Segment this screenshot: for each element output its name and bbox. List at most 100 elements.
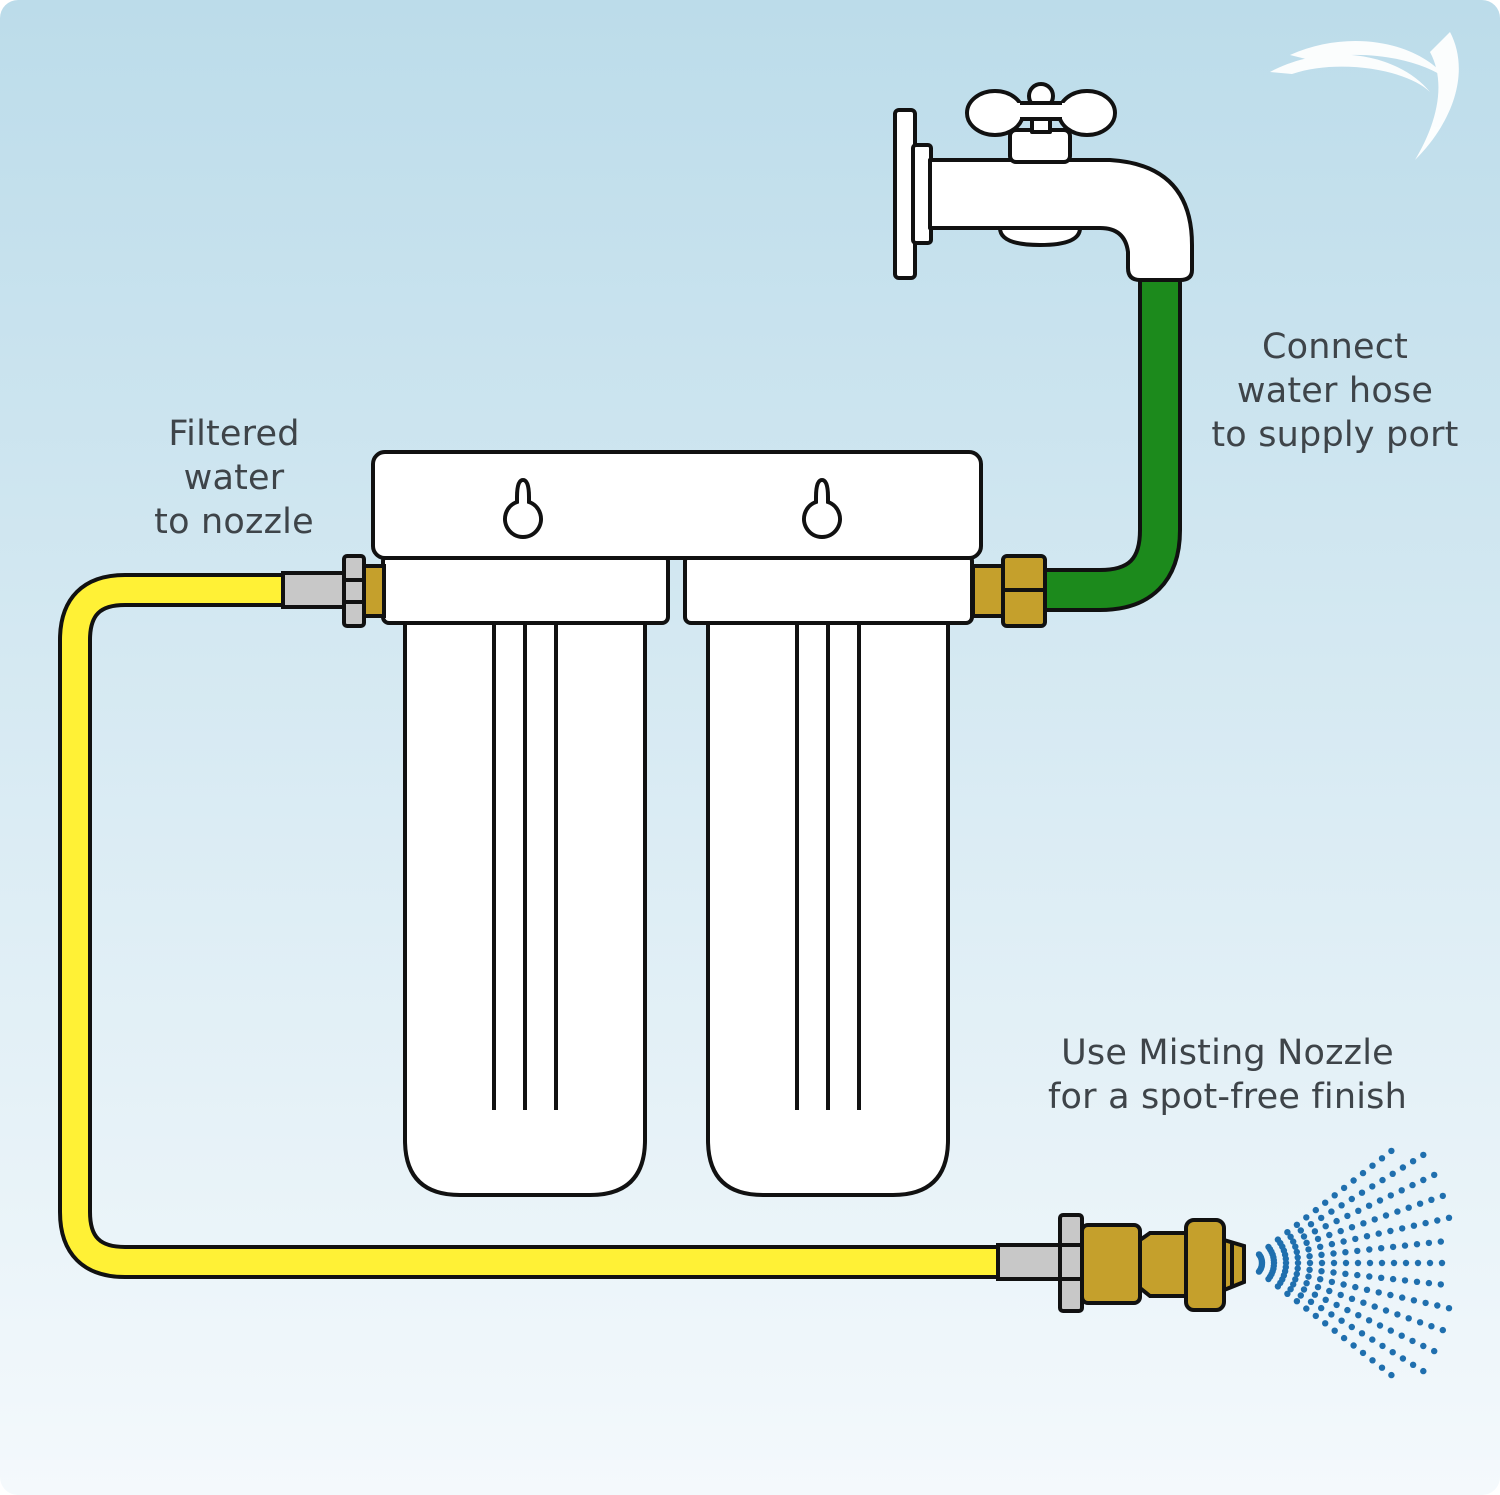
output-hose <box>58 573 1000 1279</box>
spray-dot <box>1265 1275 1272 1283</box>
spray-dot <box>1363 1286 1371 1294</box>
keyhole-icon <box>503 477 543 539</box>
spray-dot <box>1390 1259 1398 1267</box>
spray-dot <box>1322 1199 1329 1206</box>
spray-dot <box>1405 1204 1412 1211</box>
spray-dot <box>1438 1259 1446 1267</box>
spray-dot <box>1422 1299 1429 1307</box>
spray-dot <box>1439 1192 1447 1200</box>
spray-dot <box>1348 1224 1356 1231</box>
spray-dot <box>1425 1239 1433 1247</box>
spray-dot <box>1330 1259 1338 1267</box>
supply-hose <box>1040 275 1182 612</box>
spray-dot <box>1350 1342 1357 1349</box>
spray-dot <box>1350 1177 1357 1184</box>
spray-dot <box>1337 1291 1344 1299</box>
spray-dot <box>1365 1202 1373 1209</box>
spray-dot <box>1410 1297 1418 1304</box>
spray-dot <box>1287 1233 1294 1241</box>
keyhole-icon <box>802 477 842 539</box>
spray-dot <box>1284 1229 1291 1236</box>
spray-dot <box>1348 1195 1356 1203</box>
spray-dot <box>1387 1227 1394 1235</box>
spray-dot <box>1382 1212 1390 1219</box>
spray-dot <box>1354 1247 1361 1255</box>
spray-dot <box>1303 1214 1310 1221</box>
spray-dot <box>1439 1326 1447 1334</box>
filter-housing-left <box>403 608 647 1197</box>
spray-dot <box>1431 1171 1438 1179</box>
spray-dot <box>1340 1281 1347 1288</box>
spray-dot <box>1293 1298 1301 1305</box>
spray-dot <box>1330 1250 1337 1257</box>
spray-dot <box>1352 1283 1359 1291</box>
faucet-icon <box>893 82 1194 282</box>
spray-dot <box>1287 1286 1294 1293</box>
spray-dot <box>1328 1311 1335 1318</box>
spray-dot <box>1312 1206 1320 1214</box>
spray-dot <box>1290 1238 1297 1245</box>
spray-dot <box>1348 1323 1356 1331</box>
spray-dot <box>1409 1337 1416 1345</box>
spray-dot <box>1284 1290 1291 1298</box>
spray-dot <box>1369 1336 1376 1343</box>
spray-dot <box>1292 1243 1299 1250</box>
spray-dot <box>1306 1253 1313 1260</box>
spray-dot <box>1333 1301 1340 1309</box>
spray-dot <box>1389 1275 1397 1283</box>
filter-housing-right <box>706 608 950 1197</box>
spray-dot <box>1328 1240 1336 1248</box>
spray-dot <box>1376 1197 1384 1204</box>
spray-dot <box>1322 1296 1329 1304</box>
spray-dot <box>1420 1367 1427 1375</box>
spray-dot <box>1314 1283 1322 1291</box>
spray-dot <box>1359 1169 1367 1177</box>
connect-hose-line-1: Connect <box>1261 327 1409 367</box>
spray-dot <box>1387 1192 1395 1199</box>
spray-dot <box>1398 1187 1405 1194</box>
spray-dot <box>1297 1227 1305 1234</box>
mounting-bracket <box>371 450 983 560</box>
filtered-water-line-2: water <box>183 458 285 498</box>
spray-dot <box>1340 1334 1348 1342</box>
spray-dot <box>1297 1292 1305 1299</box>
spray-dot <box>1398 1332 1405 1339</box>
spray-dot <box>1344 1212 1351 1220</box>
spray-dot <box>1355 1312 1362 1319</box>
spray-dot <box>1294 1259 1302 1267</box>
spray-dot <box>1290 1281 1297 1288</box>
spray-dot <box>1344 1306 1351 1314</box>
spray-dot <box>1338 1317 1345 1324</box>
spray-dot <box>1307 1221 1315 1228</box>
spray-dot <box>1376 1322 1384 1329</box>
spray-dot <box>1431 1347 1438 1355</box>
spray-dot <box>1326 1231 1333 1239</box>
spray-dot <box>1371 1303 1378 1310</box>
spray-dot <box>1293 1221 1301 1229</box>
spray-dot <box>1300 1233 1308 1240</box>
spray-dot <box>1399 1225 1406 1232</box>
spray-dot <box>1311 1291 1319 1298</box>
spray-dot <box>1409 1361 1417 1369</box>
spray-dot <box>1388 1147 1395 1155</box>
spray-dot <box>1437 1281 1445 1288</box>
spray-dot <box>1354 1271 1361 1279</box>
spray-dot <box>1305 1273 1312 1280</box>
spray-dot <box>1366 1273 1373 1280</box>
filtered-water-line-1: Filtered <box>168 414 300 454</box>
spray-dot <box>1322 1223 1329 1230</box>
connect-hose-line-3: to supply port <box>1211 415 1459 455</box>
spray-dot <box>1379 1342 1386 1350</box>
spray-dot <box>1413 1241 1421 1248</box>
spray-dot <box>1318 1251 1325 1259</box>
connect-hose-line-2: water hose <box>1236 371 1434 411</box>
spray-dot <box>1352 1235 1359 1243</box>
spray-dot <box>1292 1276 1299 1283</box>
spray-dot <box>1317 1243 1324 1251</box>
spray-dot <box>1428 1323 1435 1330</box>
spray-dot <box>1300 1286 1308 1293</box>
spray-dot <box>1294 1254 1301 1261</box>
spray-dot <box>1409 1181 1416 1189</box>
